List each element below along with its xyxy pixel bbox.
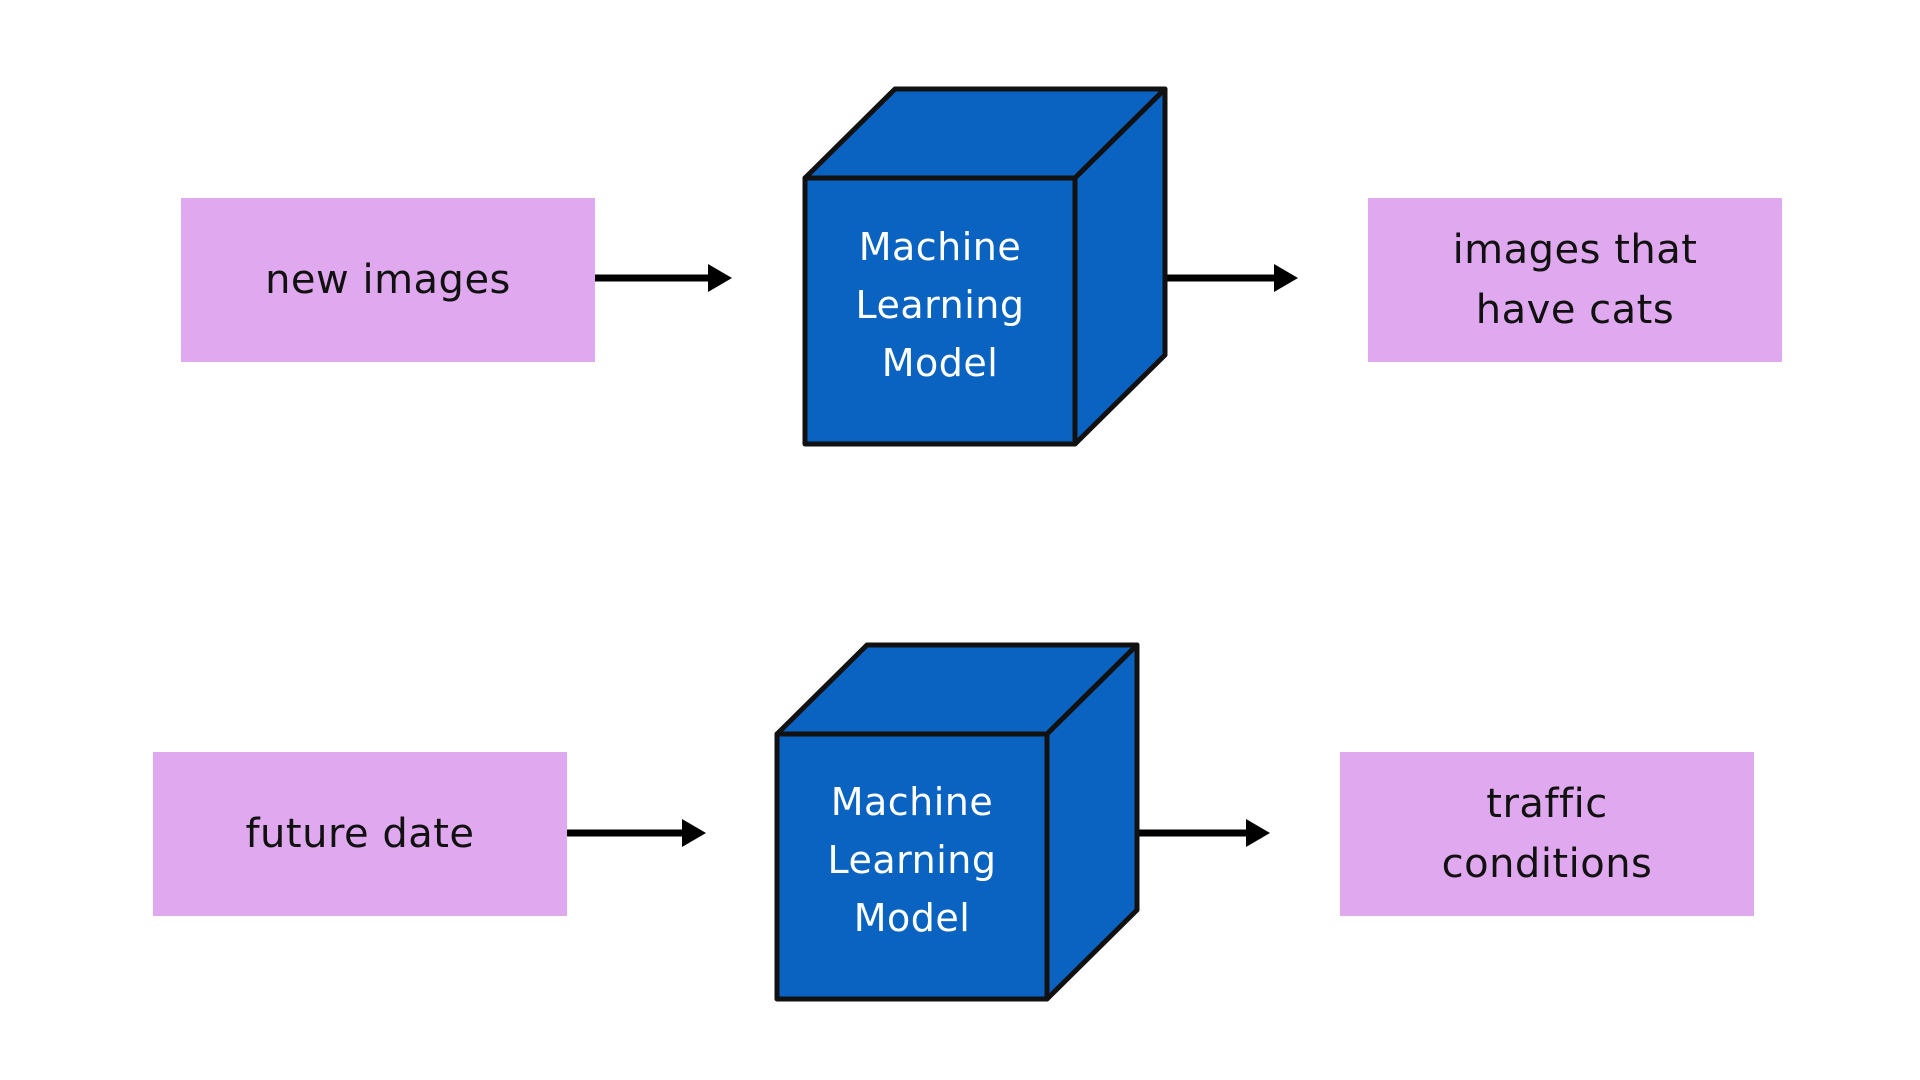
- model-label-line: Machine: [858, 225, 1022, 269]
- arrow-input-to-model-1: [588, 264, 732, 292]
- arrow-input-to-model-2: [564, 819, 706, 847]
- model-label-line: Learning: [855, 283, 1025, 327]
- input-label: new images: [265, 257, 511, 303]
- output-label-line: have cats: [1475, 287, 1675, 333]
- output-box-images-with-cats: images that have cats: [1368, 198, 1782, 362]
- model-label-line: Model: [881, 341, 999, 385]
- model-label-line: Machine: [830, 780, 994, 824]
- input-box-new-images: new images: [181, 198, 595, 362]
- cube-front-face: [802, 175, 1078, 447]
- arrow-model-to-output-2: [1130, 819, 1270, 847]
- model-label-1: Machine Learning Model: [807, 218, 1073, 392]
- model-label-2: Machine Learning Model: [779, 773, 1045, 947]
- output-label-line: conditions: [1441, 841, 1653, 887]
- model-cube-1: [802, 86, 1168, 447]
- output-label-line: images that: [1452, 227, 1698, 273]
- output-box-traffic-conditions: traffic conditions: [1340, 752, 1754, 916]
- output-label-line: traffic: [1486, 781, 1608, 827]
- input-label: future date: [245, 811, 475, 857]
- model-label-line: Model: [853, 896, 971, 940]
- model-cube-2: [774, 642, 1140, 1002]
- arrow-model-to-output-1: [1156, 264, 1298, 292]
- model-label-line: Learning: [827, 838, 997, 882]
- input-box-future-date: future date: [153, 752, 567, 916]
- cube-front-face: [774, 731, 1050, 1002]
